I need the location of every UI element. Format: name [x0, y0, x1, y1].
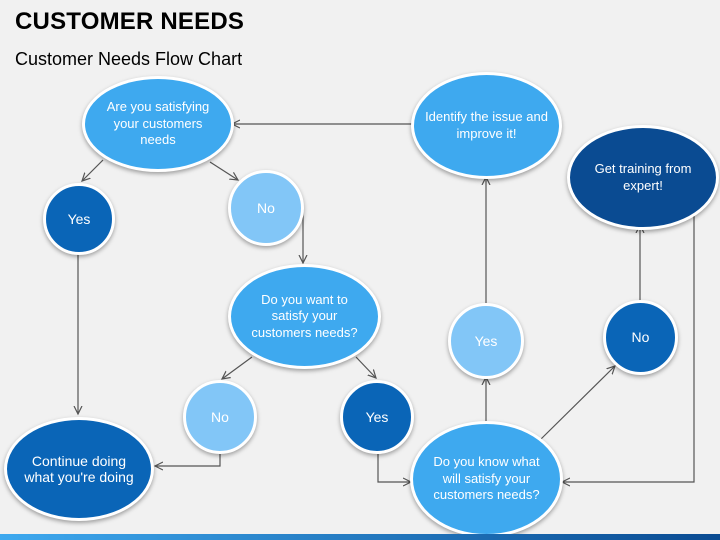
- node-label: Yes: [365, 408, 389, 425]
- node-do-you-know: Do you know what will satisfy your custo…: [410, 421, 563, 537]
- node-label: Do you want to satisfy your customers ne…: [251, 291, 358, 340]
- node-label: No: [257, 199, 275, 216]
- node-label: No: [211, 408, 229, 425]
- node-label: Yes: [67, 210, 91, 227]
- node-do-you-want: Do you want to satisfy your customers ne…: [228, 264, 381, 369]
- arrow-question2-to-yes: [355, 356, 376, 378]
- node-no-satisfying: No: [228, 170, 304, 246]
- node-yes-know: Yes: [448, 303, 524, 379]
- node-label: Continue doing what you're doing: [24, 452, 134, 486]
- node-yes-want: Yes: [340, 380, 414, 454]
- arrow-no-to-continue: [155, 449, 221, 466]
- arrow-training-to-question3: [562, 216, 695, 482]
- node-no-want: No: [183, 380, 257, 454]
- node-label: Identify the issue and improve it!: [425, 109, 548, 141]
- arrow-question1-to-yes: [82, 159, 104, 181]
- arrow-question3-to-no: [539, 366, 615, 441]
- node-yes-satisfying: Yes: [43, 183, 115, 255]
- node-label: No: [631, 329, 650, 346]
- node-label: Get training from expert!: [594, 161, 692, 193]
- node-get-training: Get training from expert!: [567, 125, 719, 230]
- page-title: CUSTOMER NEEDS: [15, 8, 245, 35]
- footer-accent-bar: [0, 534, 720, 540]
- node-label: Are you satisfying your customers needs: [106, 99, 210, 148]
- node-continue-doing: Continue doing what you're doing: [4, 417, 154, 521]
- node-are-you-satisfying: Are you satisfying your customers needs: [82, 76, 234, 172]
- arrow-question1-to-no: [209, 161, 238, 180]
- page-subtitle: Customer Needs Flow Chart: [15, 49, 243, 69]
- node-label: Yes: [474, 332, 498, 349]
- node-identify-issue: Identify the issue and improve it!: [411, 72, 562, 179]
- arrow-yes-to-question3: [377, 448, 411, 482]
- node-no-know: No: [603, 300, 678, 375]
- node-label: Do you know what will satisfy your custo…: [433, 454, 540, 503]
- arrow-question2-to-no: [222, 356, 253, 379]
